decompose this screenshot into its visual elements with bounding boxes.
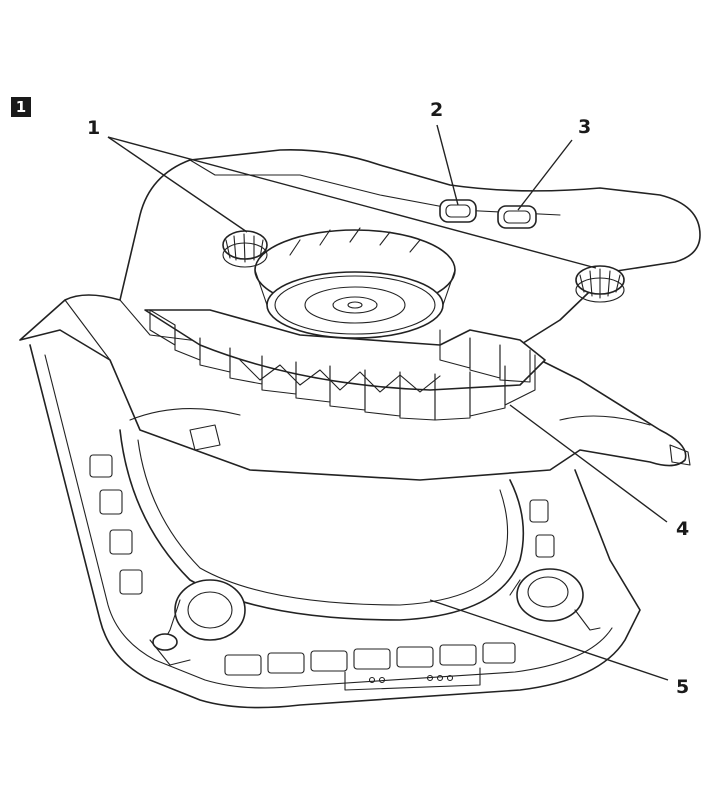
button-3 [497,205,537,229]
housing-inner-rim [44,354,613,689]
brush-channel [144,309,546,391]
callout-3-label: 3 [578,116,592,138]
button-2 [439,199,477,223]
right-caster [509,568,601,631]
callout-4-label: 4 [676,518,690,540]
housing-outline [29,344,641,709]
brush-fins [149,309,536,421]
right-clip [559,415,691,466]
side-slots [89,454,555,595]
step-number-badge: 1 [11,97,31,117]
callout-1-label: 1 [87,117,101,139]
right-wheel [575,265,625,303]
callout-leaders [107,124,669,681]
left-clip [129,408,241,451]
left-caster [149,579,246,666]
callout-2-label: 2 [430,99,444,121]
callout-5-label: 5 [676,676,690,698]
impeller [254,227,456,339]
filter-frame-inner [137,439,509,606]
bottom-slots [224,642,516,691]
filter-frame [119,429,525,621]
